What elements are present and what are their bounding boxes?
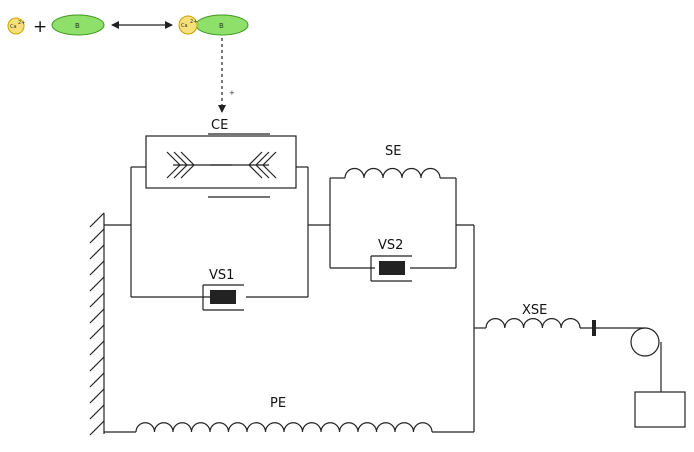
contractile-element: CE [145,118,297,198]
xse-spring [485,318,581,329]
vs2-label: VS2 [378,238,403,253]
se-label: SE [385,144,401,159]
complex-calcium-label: Ca [181,23,188,29]
ce-label: CE [211,118,228,133]
xse-label: XSE [522,303,547,318]
pulley-and-load [630,327,686,428]
viscous-element-vs2: VS2 [370,238,412,282]
fixed-wall [89,212,105,436]
binding-protein-free: B [51,14,105,36]
protein-label: B [75,22,80,30]
ce-box [145,135,297,189]
pulley [630,327,660,357]
activation-sign: + [229,89,235,97]
ce-chevrons-right [248,151,277,179]
force-transducer [592,320,596,336]
vs1-label: VS1 [209,268,234,283]
reaction-scheme: Ca 2+ + B B Ca 2+ + [7,14,249,113]
plus-sign: + [33,17,47,37]
vs2-piston [379,261,405,275]
calcium-charge: 2+ [18,20,25,26]
series-elastic-element: SE [344,144,441,179]
se-spring [344,167,441,179]
complex-protein-label: B [219,22,224,30]
connection-wires [104,166,662,433]
external-series-elastic-element: XSE [485,303,596,336]
pe-label: PE [270,396,286,411]
vs1-piston [210,290,236,304]
calcium-label: Ca [10,24,17,30]
complex-calcium-charge: 2+ [190,19,197,25]
load-weight [634,391,686,428]
ce-chevrons-left [166,151,195,179]
viscous-element-vs1: VS1 [202,268,244,311]
calcium-ion-free: Ca 2+ [7,17,25,35]
pe-spring [135,422,433,433]
parallel-elastic-element: PE [135,396,433,433]
calcium-protein-complex: B Ca 2+ [178,14,249,36]
